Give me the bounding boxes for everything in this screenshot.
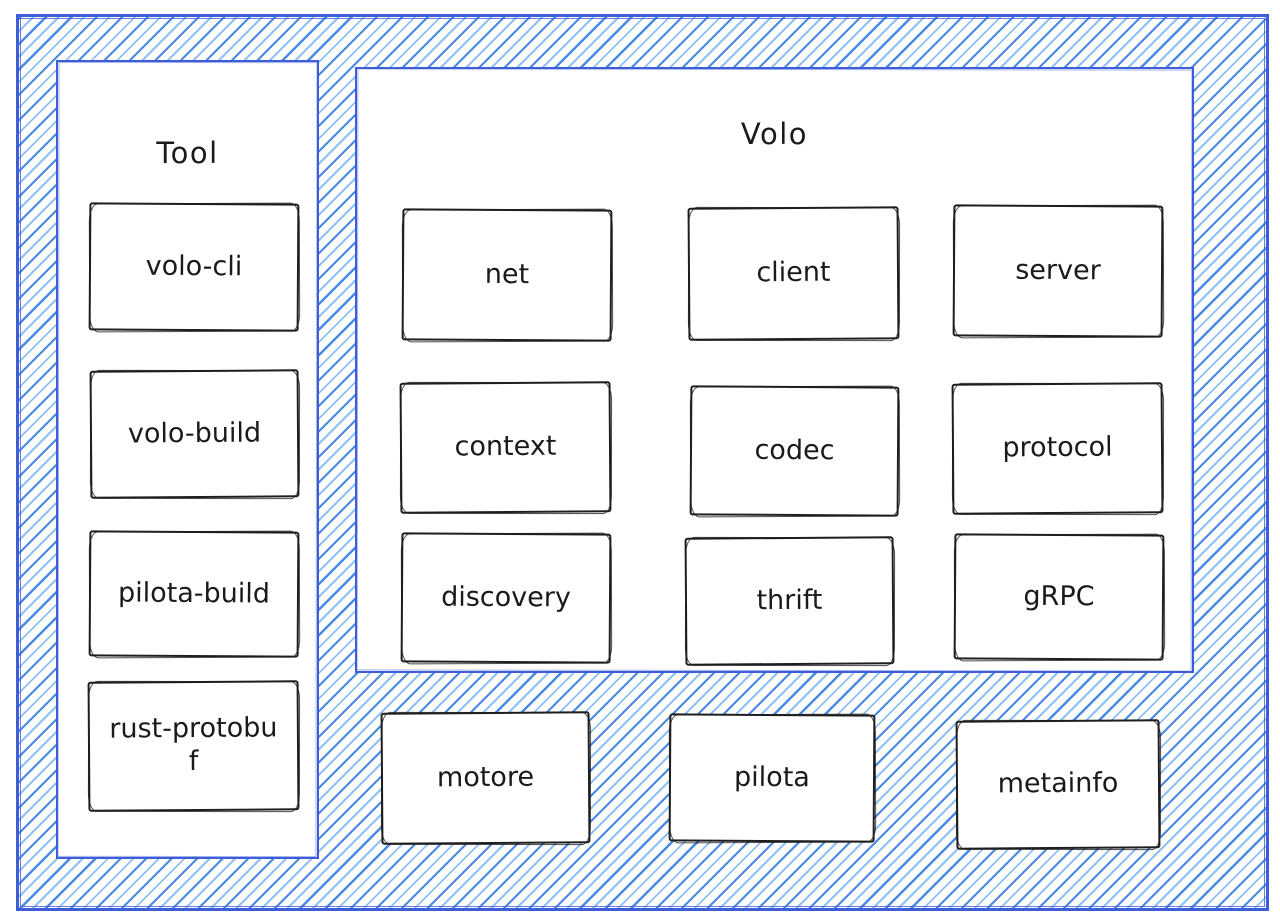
box-label: rust-protobuf <box>109 712 278 778</box>
box-discovery: discovery <box>400 532 612 664</box>
box-server: server <box>952 204 1164 338</box>
box-label: motore <box>436 761 535 793</box>
box-label: pilota-build <box>117 577 271 609</box>
box-label: server <box>1015 254 1101 286</box>
box-grpc: gRPC <box>953 533 1165 661</box>
box-pilota: pilota <box>668 713 876 843</box>
tool-panel-title: Tool <box>156 136 219 170</box>
box-label: thrift <box>756 584 823 616</box>
box-motore: motore <box>380 711 591 845</box>
box-rust-protobuf: rust-protobuf <box>87 680 300 812</box>
box-protocol: protocol <box>951 382 1164 515</box>
box-volo-build: volo-build <box>89 369 300 499</box>
tool-panel: Tool volo-cli volo-build pilota-build ru… <box>56 60 319 859</box>
box-pilota-build: pilota-build <box>88 530 300 658</box>
box-client: client <box>687 206 900 341</box>
box-codec: codec <box>689 385 900 517</box>
box-label: codec <box>754 434 835 466</box>
box-label: metainfo <box>997 767 1119 800</box>
box-label: protocol <box>1002 431 1113 464</box>
box-metainfo: metainfo <box>955 719 1161 850</box>
hatched-outer-frame: Tool volo-cli volo-build pilota-build ru… <box>16 14 1269 911</box>
volo-panel-title: Volo <box>740 117 809 151</box>
box-volo-cli: volo-cli <box>88 202 300 332</box>
box-label: volo-build <box>127 417 262 449</box>
box-net: net <box>401 208 613 342</box>
box-label: client <box>756 256 831 289</box>
box-label: context <box>454 430 557 463</box>
box-label: pilota <box>734 761 810 793</box>
box-context: context <box>399 381 612 514</box>
box-label: discovery <box>441 581 571 613</box>
box-label: gRPC <box>1023 580 1095 612</box>
box-thrift: thrift <box>684 536 895 666</box>
box-label: net <box>484 258 530 290</box>
box-label: volo-cli <box>145 250 243 282</box>
volo-panel: Volo net client server context codec pro… <box>355 67 1194 673</box>
